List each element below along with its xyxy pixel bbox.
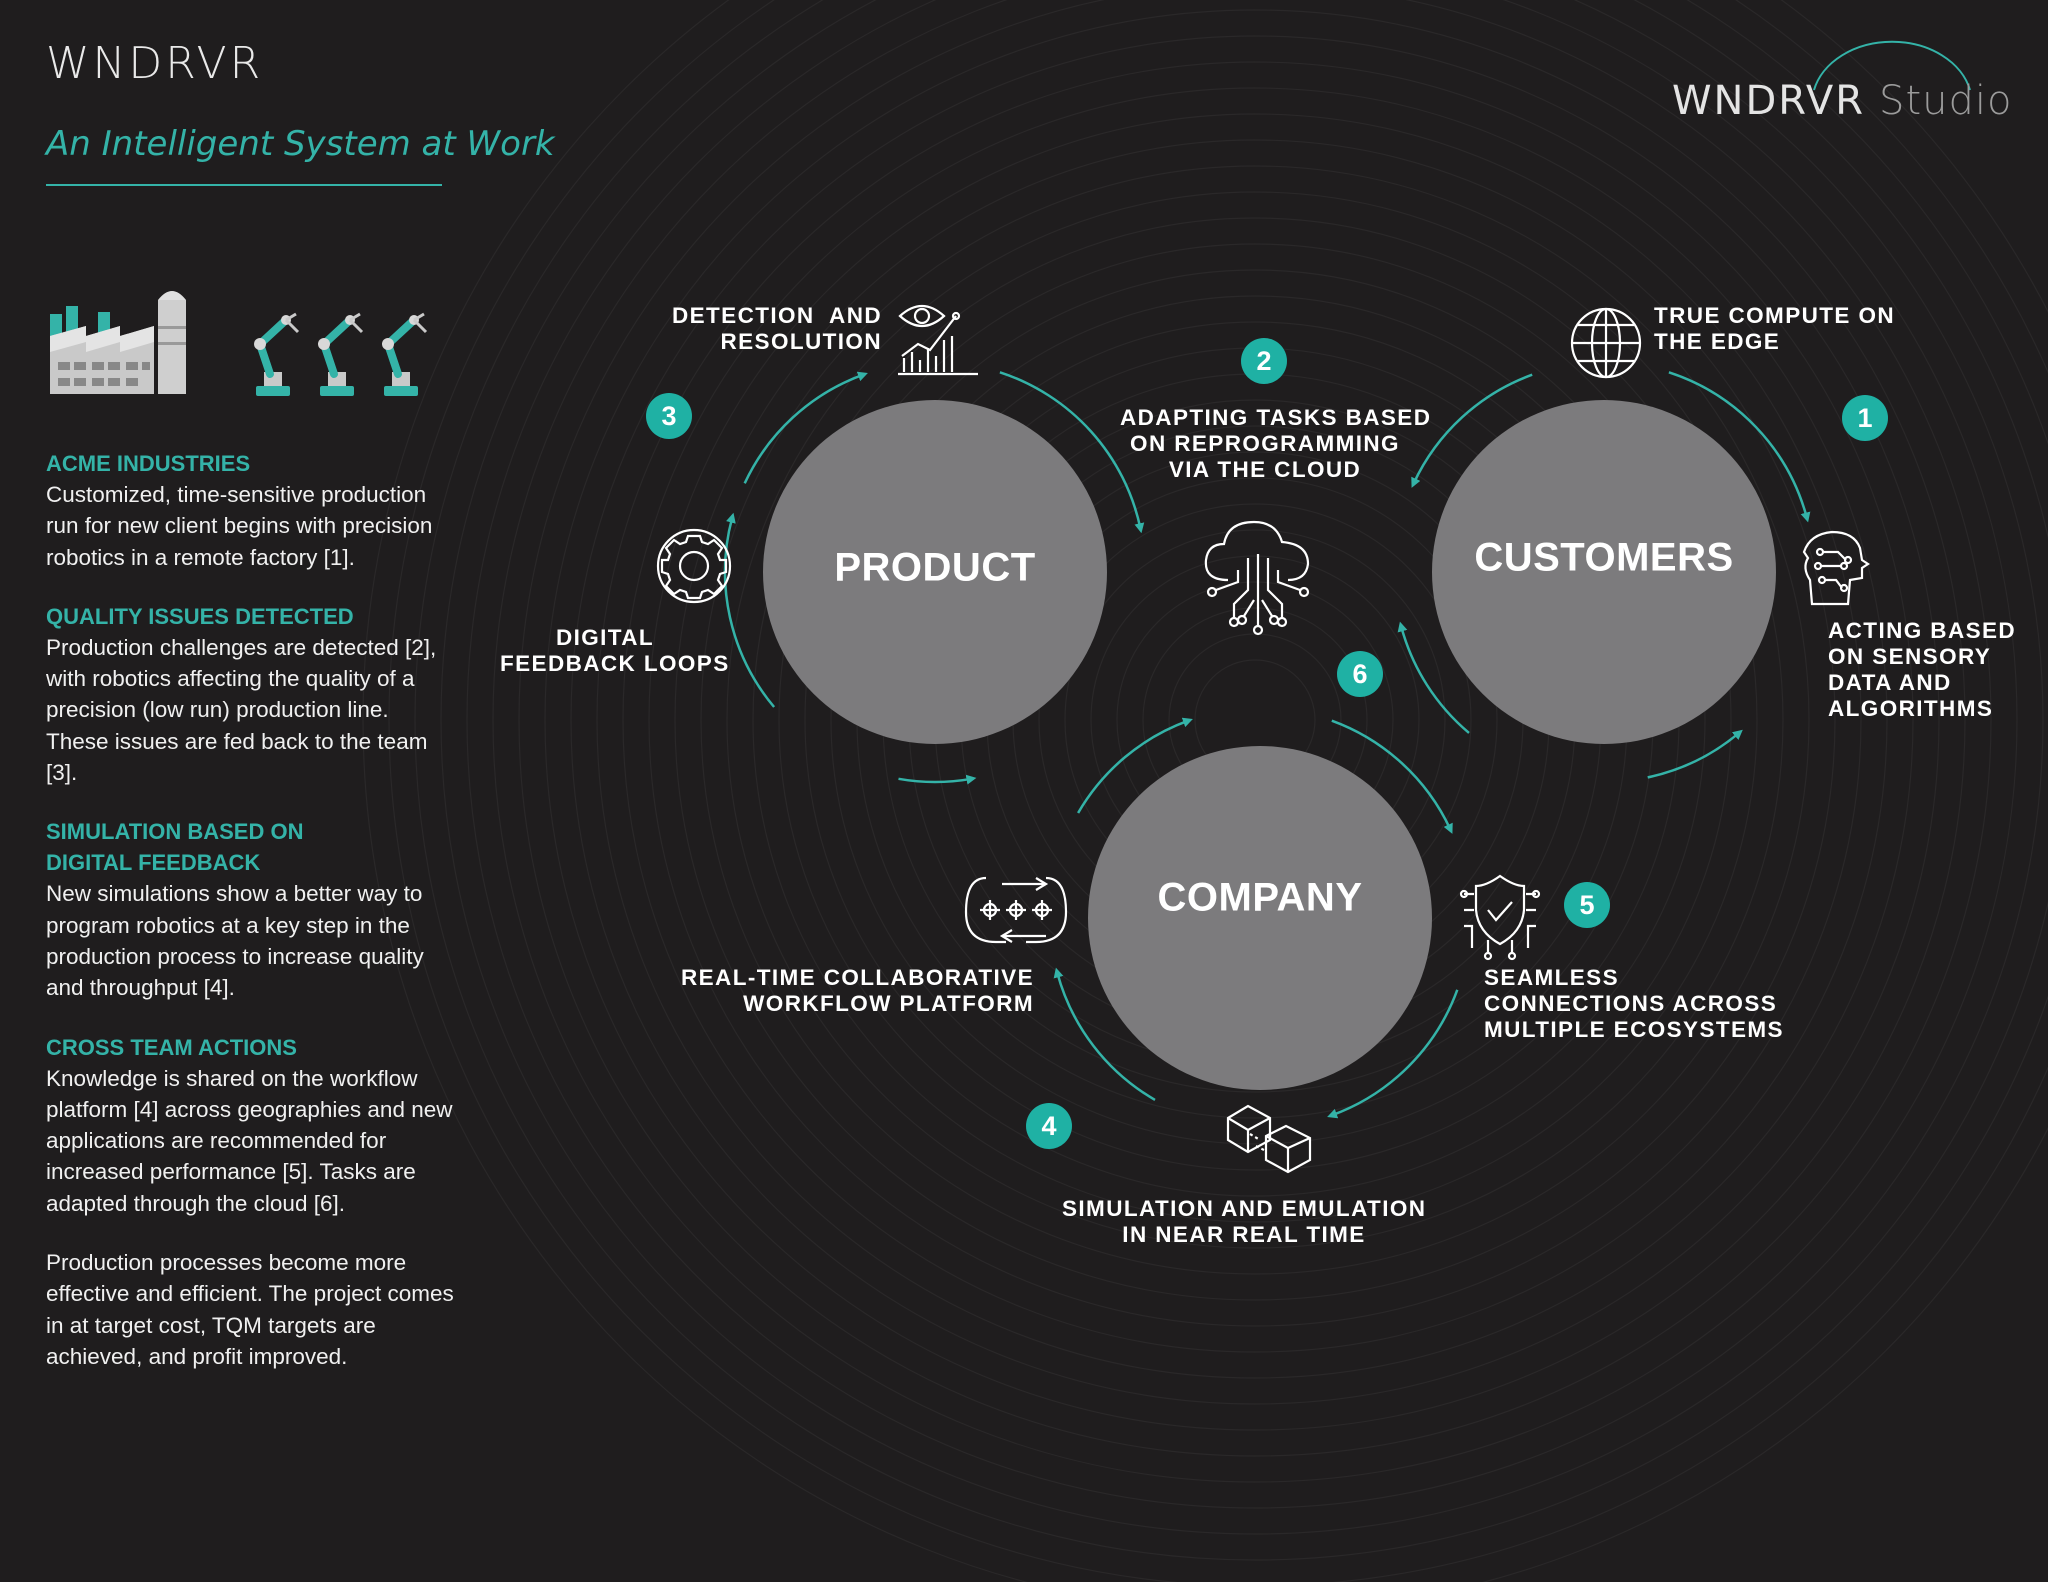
- background-ring: [440, 0, 2048, 1535]
- shield-network-icon: [1459, 874, 1541, 961]
- page-title: An Intelligent System at Work: [46, 124, 555, 164]
- background-ring: [596, 61, 1914, 1379]
- label-text: DIGITAL FEEDBACK LOOPS: [500, 625, 730, 676]
- section-body: New simulations show a better way to pro…: [46, 881, 424, 1001]
- section-heading: CROSS TEAM ACTIONS: [46, 1034, 297, 1060]
- label-text: ACTING BASED ON SENSORY DATA AND ALGORIT…: [1828, 618, 2017, 721]
- flow-arrow: [723, 512, 776, 708]
- label-detection-resolution: DETECTION AND RESOLUTION: [672, 303, 882, 355]
- flow-arrow: [743, 371, 868, 484]
- gear-cycle-icon: [656, 528, 732, 604]
- background-ring: [726, 191, 1784, 1249]
- workflow-icon: [964, 876, 1068, 944]
- background-ring: [752, 217, 1758, 1223]
- label-true-compute-edge: TRUE COMPUTE ON THE EDGE: [1654, 303, 1895, 355]
- label-adapting-tasks: ADAPTING TASKS BASED ON REPROGRAMMING VI…: [1120, 405, 1430, 483]
- studio-logo: WNDRVR Studio: [1672, 78, 2012, 124]
- background-ring: [570, 35, 1940, 1405]
- product-circle: [763, 400, 1107, 744]
- label-text: SEAMLESS CONNECTIONS ACROSS MULTIPLE ECO…: [1484, 965, 1784, 1042]
- section-body: Knowledge is shared on the workflow plat…: [46, 1065, 453, 1216]
- background-ring: [492, 0, 2018, 1483]
- section-heading: QUALITY ISSUES DETECTED: [46, 603, 354, 629]
- studio-logo-arc: [1813, 40, 1971, 91]
- label-text: TRUE COMPUTE ON THE EDGE: [1654, 303, 1896, 354]
- flow-arrow: [1397, 621, 1470, 734]
- product-circle-title: PRODUCT: [834, 545, 1036, 590]
- label-text: SIMULATION AND EMULATION IN NEAR REAL TI…: [1062, 1196, 1427, 1247]
- flow-arrow: [1668, 371, 1811, 523]
- circuit-head-icon: [1802, 530, 1870, 606]
- label-simulation-emulation: SIMULATION AND EMULATION IN NEAR REAL TI…: [1062, 1196, 1426, 1248]
- background-ring: [414, 0, 2048, 1561]
- flow-arrow: [1327, 989, 1459, 1119]
- label-seamless-connections: SEAMLESS CONNECTIONS ACROSS MULTIPLE ECO…: [1484, 965, 1784, 1043]
- step-badge: 5: [1564, 882, 1610, 928]
- section-body: Production challenges are detected [2], …: [46, 634, 437, 786]
- background-ring: [804, 269, 1706, 1171]
- flow-arrow: [1331, 719, 1453, 834]
- step-badge: 4: [1026, 1103, 1072, 1149]
- cloud-network-icon: [1204, 520, 1310, 636]
- section-heading: SIMULATION BASED ON DIGITAL FEEDBACK: [46, 819, 304, 876]
- customers-circle-title: CUSTOMERS: [1474, 535, 1734, 580]
- section-heading: ACME INDUSTRIES: [46, 451, 251, 476]
- factory-icon: [50, 291, 186, 394]
- eye-chart-icon: [898, 304, 978, 376]
- background-ring: [622, 87, 1888, 1353]
- flow-arrow: [898, 774, 977, 785]
- section-body: Production processes become more effecti…: [46, 1250, 454, 1369]
- background-ring: [648, 113, 1862, 1327]
- customers-circle: [1432, 400, 1776, 744]
- step-badge: 3: [646, 393, 692, 439]
- label-digital-feedback: DIGITAL FEEDBACK LOOPS: [500, 625, 728, 677]
- flow-arrow: [1077, 717, 1193, 814]
- background-ring: [362, 0, 2048, 1582]
- flow-arrow: [1411, 373, 1533, 488]
- flow-arrow: [1053, 967, 1156, 1101]
- background-ring: [700, 165, 1810, 1275]
- cubes-icon: [1226, 1104, 1312, 1174]
- background-ring: [544, 9, 1966, 1431]
- label-text: REAL-TIME COLLABORATIVE WORKFLOW PLATFOR…: [680, 965, 1034, 1016]
- step-badge: 6: [1337, 651, 1383, 697]
- label-text: DETECTION AND RESOLUTION: [671, 303, 882, 354]
- studio-logo-suffix: Studio: [1879, 78, 2013, 124]
- brand-logo: WNDRVR: [46, 38, 264, 89]
- title-underline: [46, 184, 442, 186]
- flow-arrow: [999, 371, 1145, 534]
- background-ring: [674, 139, 1836, 1301]
- label-acting-sensory: ACTING BASED ON SENSORY DATA AND ALGORIT…: [1828, 618, 2016, 722]
- step-badge: 2: [1241, 338, 1287, 384]
- studio-logo-name: WNDRVR: [1672, 78, 1866, 124]
- label-text: ADAPTING TASKS BASED ON REPROGRAMMING VI…: [1120, 405, 1432, 482]
- story-column: ACME INDUSTRIES Customized, time-sensiti…: [46, 448, 456, 1400]
- globe-icon: [1570, 307, 1642, 379]
- label-workflow-platform: REAL-TIME COLLABORATIVE WORKFLOW PLATFOR…: [681, 965, 1034, 1017]
- company-circle: [1088, 746, 1432, 1090]
- background-ring: [388, 0, 2048, 1582]
- step-badge: 1: [1842, 395, 1888, 441]
- background-ring: [518, 0, 1992, 1457]
- background-ring: [466, 0, 2044, 1509]
- company-circle-title: COMPANY: [1157, 875, 1363, 920]
- flow-arrow: [1647, 729, 1743, 779]
- robot-arm-icon: [254, 308, 445, 396]
- background-ring: [778, 243, 1732, 1197]
- section-body: Customized, time-sensitive production ru…: [46, 482, 433, 570]
